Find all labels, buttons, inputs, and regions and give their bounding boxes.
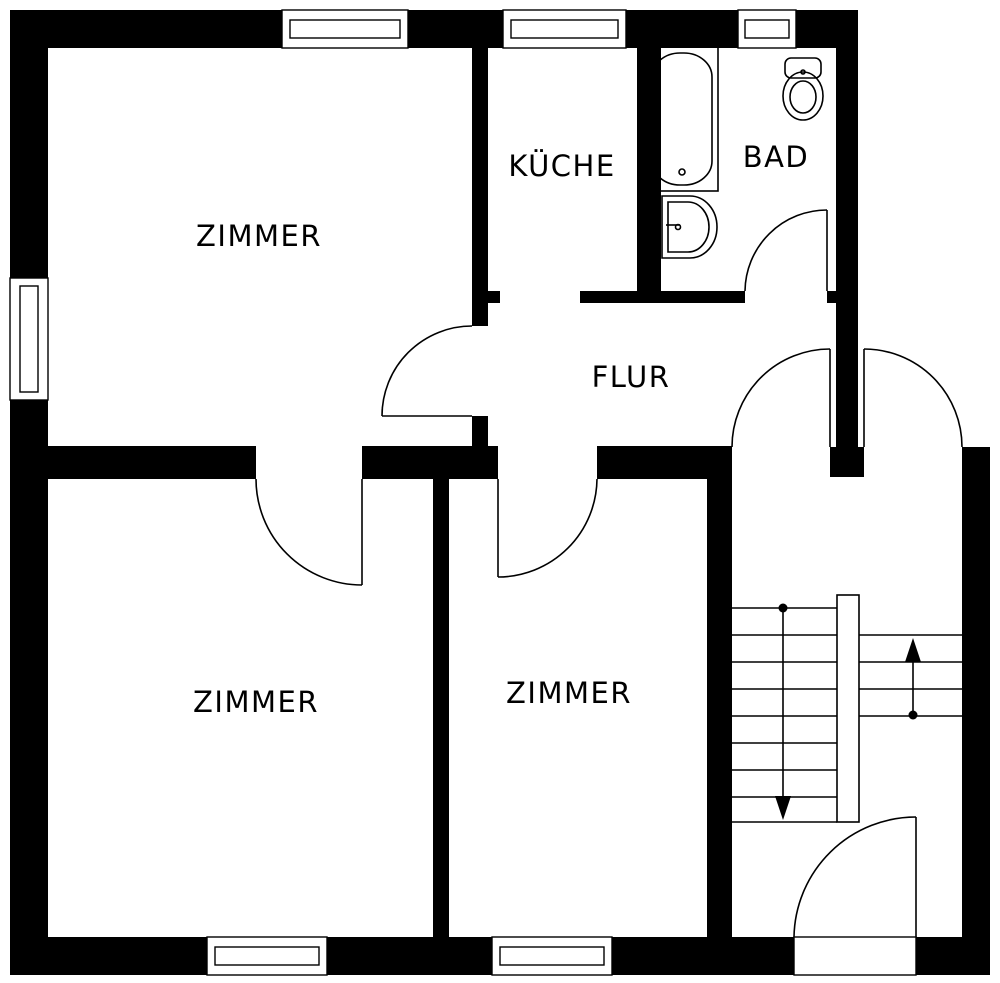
wall-zimmer-zimmer [433,446,449,975]
washbasin-icon [661,195,718,259]
wall-bottom-2 [327,937,492,975]
stair-stringer [836,594,860,823]
room-labels: ZIMMER KÜCHE BAD FLUR ZIMMER ZIMMER [193,140,810,719]
door-entrance[interactable] [863,348,963,448]
wall-mid-1 [10,446,256,479]
window-top-zimmer [281,9,409,49]
wall-bottom-1 [10,937,207,975]
label-zimmer-top-left: ZIMMER [196,219,322,253]
wall-kueche-bad [637,45,661,301]
window-bottom-zimmer-left [206,936,328,976]
wall-bottom-3 [612,937,794,975]
stair-treads-left [732,607,837,823]
wall-zimmer-flur-lower [472,416,488,448]
wall-zimmer-kueche [472,10,488,326]
label-zimmer-bottom-middle: ZIMMER [506,676,632,710]
toilet-icon [782,57,824,121]
label-kueche: KÜCHE [508,149,615,183]
wall-bad-bottom [580,291,745,303]
interior-walls [10,10,864,975]
window-top-kueche [502,9,627,49]
wall-right-stair [962,447,990,975]
window-top-bad [737,9,797,49]
bathtub-icon [645,46,719,192]
wall-left-2 [10,400,48,975]
wall-zimmer-stair [707,446,732,975]
window-bottom-zimmer-middle [491,936,613,976]
wall-top-1 [10,10,282,48]
stair-arrow-down-icon [775,603,791,820]
exterior-walls [10,10,990,975]
windows [9,9,797,976]
staircase [732,594,962,823]
stair-arrow-up-icon [905,638,921,720]
wall-left-1 [10,10,48,278]
label-zimmer-bottom-left: ZIMMER [193,685,319,719]
wall-flur-right-base [830,447,864,477]
door-bad[interactable] [744,209,828,292]
door-zimmer-top[interactable] [381,325,473,417]
wall-top-2 [408,10,503,48]
label-bad: BAD [743,140,810,174]
door-zimmer-bottom-middle[interactable] [497,478,598,578]
wall-top-3 [626,10,738,48]
door-building-entrance[interactable] [793,816,917,976]
window-left-zimmer [9,277,49,401]
wall-flur-right [836,291,858,476]
door-flur-stair[interactable] [731,348,831,448]
label-flur: FLUR [592,360,671,394]
wall-mid-2 [362,446,498,479]
doors [255,209,963,976]
door-zimmer-bottom-left[interactable] [255,478,363,586]
bathroom-fixtures [645,46,824,259]
wall-kueche-stub [472,291,500,303]
wall-right-bad [836,10,858,300]
